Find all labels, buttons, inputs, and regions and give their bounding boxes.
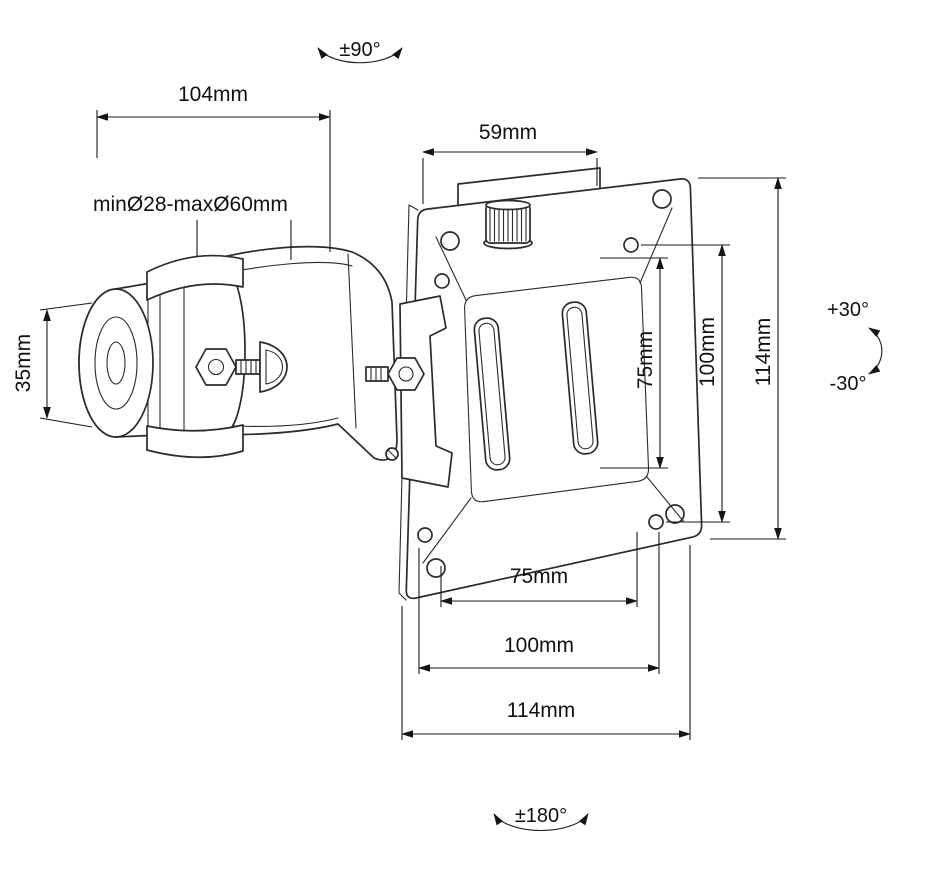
dim-top-59: 59mm <box>422 121 598 204</box>
dim-75h-label: 75mm <box>510 565 568 588</box>
hex-nut <box>195 348 237 386</box>
rotation-bottom-arrow <box>493 813 589 832</box>
dim-75v-label: 75mm <box>634 331 657 389</box>
pole-clamp <box>78 254 246 459</box>
dim-height-114: 114mm <box>698 177 786 540</box>
clamp-face <box>78 288 154 438</box>
tilt-up-label: +30° <box>827 299 869 321</box>
hex-bolt-head <box>387 357 425 391</box>
vesa-plate <box>398 178 703 601</box>
pole-range-label: minØ28-maxØ60mm <box>93 193 288 216</box>
plate-outline <box>405 178 703 600</box>
dim-vesa-v-100: 100mm <box>641 244 730 523</box>
rotation-top-label: ±90° <box>339 39 380 61</box>
vesa100-hole <box>434 273 450 289</box>
dim-tilt-range: +30° -30° <box>827 299 883 395</box>
vesa100-hole <box>623 237 639 253</box>
dim-rotation-top: ±90° <box>317 39 403 64</box>
label-pole-range: minØ28-maxØ60mm <box>93 193 292 260</box>
dim-clamp-35: 35mm <box>12 302 93 428</box>
mount-hole <box>665 504 685 524</box>
pivot-bolt <box>365 357 425 391</box>
dim-114h-label: 114mm <box>507 699 575 722</box>
rotation-bottom-label: ±180° <box>515 805 567 827</box>
adjustment-screw <box>385 447 399 461</box>
vesa-slot-right <box>561 301 599 455</box>
dim-vesa-h-75: 75mm <box>440 532 638 607</box>
clamp-bolt <box>195 341 288 393</box>
dim-vesa-v-75: 75mm <box>600 257 668 469</box>
thumbscrew-knob <box>483 199 533 250</box>
vesa100-hole <box>417 527 433 543</box>
pivot-bracket <box>399 295 453 488</box>
mount-hole <box>426 558 446 578</box>
dim-width-114: 114mm <box>401 545 691 740</box>
clamp-collar-bottom <box>146 424 244 459</box>
dim-114v-label: 114mm <box>752 318 775 386</box>
raised-center <box>464 276 650 503</box>
mount-assembly <box>78 167 703 601</box>
dim-arm-length-104: 104mm <box>96 83 331 252</box>
mount-hole <box>440 231 460 251</box>
dim-rotation-bottom: ±180° <box>493 805 589 832</box>
dimension-annotations: ±90° 104mm minØ28-maxØ60mm 35mm 59mm <box>12 39 883 832</box>
dim-vesa-h-100: 100mm <box>418 532 660 674</box>
mount-hole <box>652 189 672 209</box>
dim-59-label: 59mm <box>479 121 537 144</box>
vesa-slot-left <box>473 317 511 471</box>
dim-104-label: 104mm <box>178 83 248 106</box>
tilt-down-label: -30° <box>830 373 867 395</box>
dim-35-label: 35mm <box>12 334 35 392</box>
clamp-collar-top <box>146 254 244 301</box>
tilt-arrow <box>868 327 883 375</box>
vesa100-hole <box>648 514 664 530</box>
dim-100h-label: 100mm <box>504 634 574 657</box>
rotation-top-arrow <box>317 47 403 64</box>
d-ring-handle <box>259 341 288 393</box>
dim-100v-label: 100mm <box>696 317 719 387</box>
